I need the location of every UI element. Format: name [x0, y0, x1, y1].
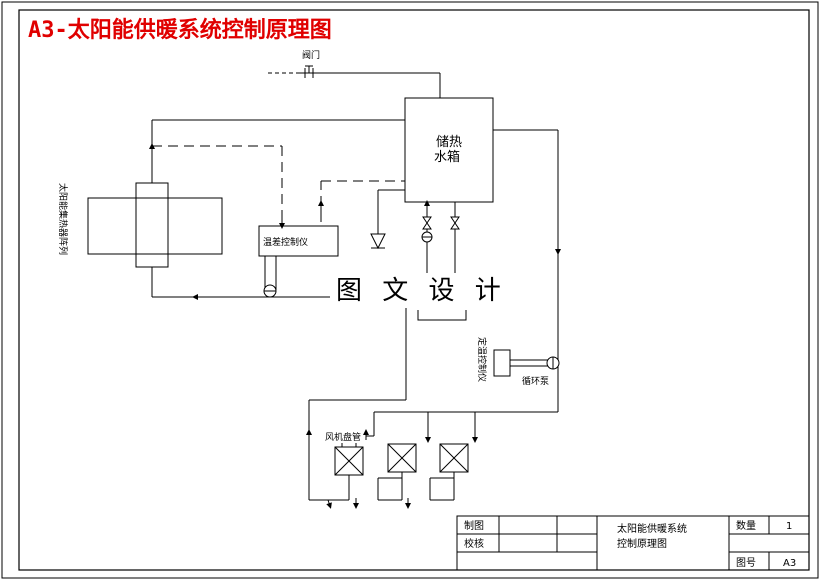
valve — [268, 65, 441, 98]
collector-supply-pipe — [151, 119, 405, 183]
qty-value: 1 — [786, 521, 792, 532]
temp-controller-label: 温差控制仪 — [263, 236, 308, 248]
drawing-name-line2: 控制原理图 — [617, 537, 667, 550]
solar-collector-array — [87, 182, 223, 297]
fan-coil-supply-pipe — [308, 308, 407, 501]
check-valve-icon — [370, 233, 386, 250]
checked-label: 校核 — [464, 537, 484, 550]
control-signal-line — [152, 145, 283, 222]
flow-arrow — [326, 499, 332, 509]
fan-coil-units — [328, 411, 558, 501]
storage-tank — [404, 97, 494, 203]
drawn-label: 制图 — [464, 519, 484, 532]
fan-coil-label: 风机盘管 — [325, 431, 361, 443]
drawing-name-line1: 太阳能供暖系统 — [617, 522, 687, 535]
temp-controller-box — [258, 225, 339, 257]
pump-icon — [421, 231, 433, 243]
inner-border — [18, 9, 810, 571]
circulation-pump-icon — [546, 356, 560, 370]
page-title: A3-太阳能供暖系统控制原理图 — [28, 17, 332, 43]
drawing-no-label: 图号 — [736, 557, 756, 569]
qty-label: 数量 — [736, 519, 756, 532]
bracket-line — [417, 310, 467, 321]
pump-label: 循环泵 — [522, 375, 549, 387]
return-pipe — [493, 129, 559, 412]
collector-return-pipe — [152, 256, 330, 298]
tank-label-line1: 储热 — [436, 135, 462, 150]
title-block — [456, 515, 810, 571]
watermark-text: 图 文 设 计 — [336, 276, 507, 306]
const-temp-controller-box — [493, 349, 511, 377]
const-temp-controller-label: 定温控制仪 — [476, 337, 488, 382]
valve-label: 阀门 — [302, 49, 320, 61]
collector-label: 太阳能集热器阵列 — [57, 183, 69, 255]
tank-label-line2: 水箱 — [434, 149, 460, 165]
valve-icon — [422, 216, 460, 230]
drawing-no-value: A3 — [783, 558, 796, 569]
collector-pump-icon — [263, 284, 277, 298]
watermark-bg — [330, 273, 488, 305]
tank-signal-line — [320, 180, 405, 222]
tank-left-pipe — [377, 189, 405, 234]
